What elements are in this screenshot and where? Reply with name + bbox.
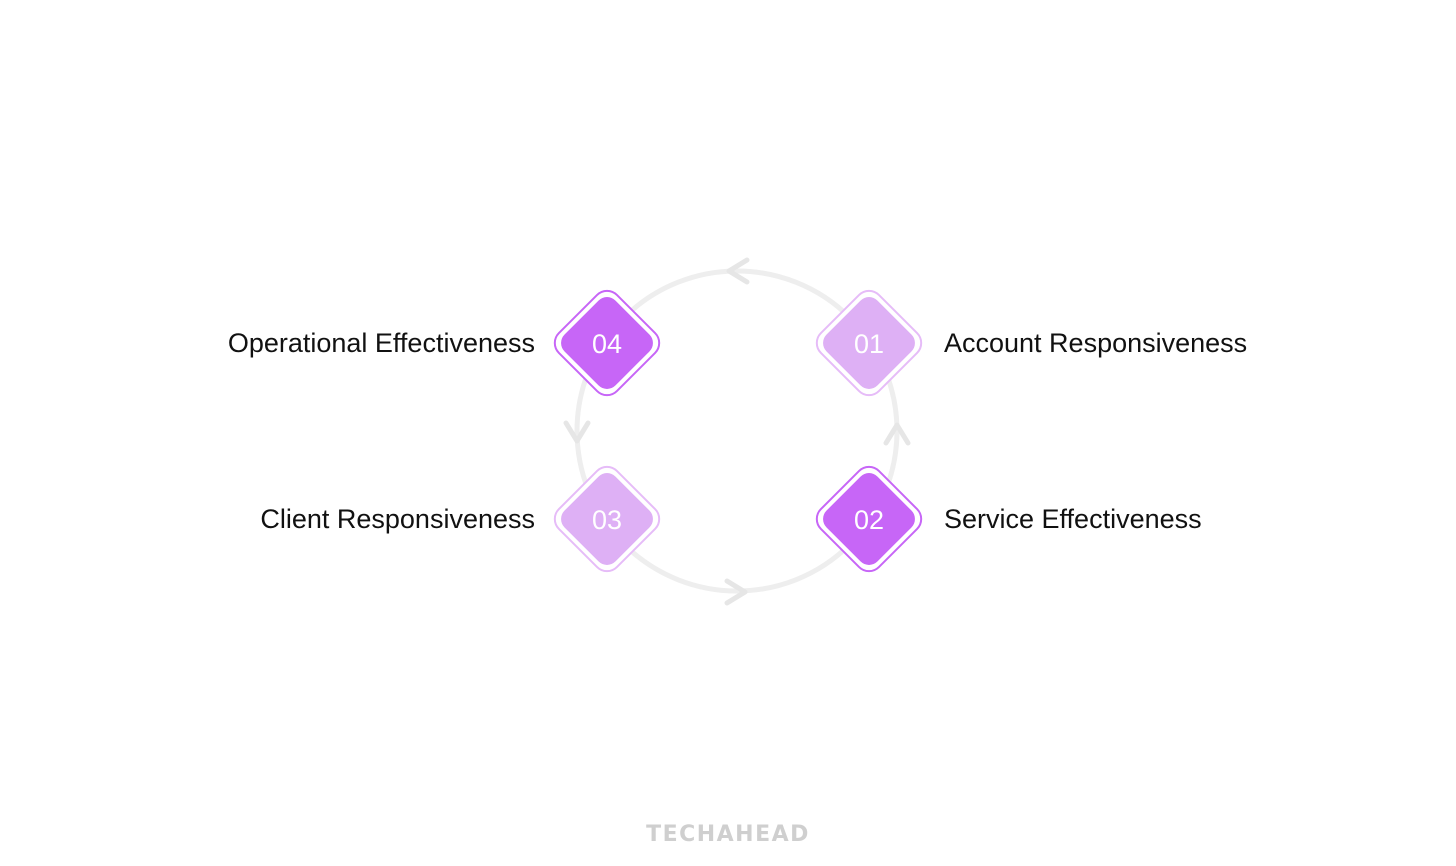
step-01: 01 Account Responsiveness bbox=[815, 289, 1247, 397]
step-03-number: 03 bbox=[592, 505, 622, 535]
step-01-diamond bbox=[823, 297, 915, 389]
step-03-diamond bbox=[561, 473, 653, 565]
step-04: 04 Operational Effectiveness bbox=[228, 289, 661, 397]
step-02-number: 02 bbox=[854, 505, 884, 535]
step-01-number: 01 bbox=[854, 329, 884, 359]
step-04-number: 04 bbox=[592, 329, 622, 359]
arrow-head-bottom-icon bbox=[724, 578, 748, 606]
step-02-diamond bbox=[823, 473, 915, 565]
step-04-label: Operational Effectiveness bbox=[228, 328, 535, 358]
step-01-label: Account Responsiveness bbox=[944, 328, 1247, 358]
arrow-head-left-icon bbox=[563, 420, 591, 444]
step-02-label: Service Effectiveness bbox=[944, 504, 1202, 534]
step-02: 02 Service Effectiveness bbox=[815, 465, 1202, 573]
arrow-head-top-icon bbox=[726, 257, 750, 285]
step-03-label: Client Responsiveness bbox=[260, 504, 535, 534]
step-04-diamond bbox=[561, 297, 653, 389]
brand-logo: TECHAHEAD bbox=[646, 822, 810, 847]
cycle-ring bbox=[563, 257, 911, 606]
arrow-head-right-icon bbox=[883, 422, 911, 446]
step-03: 03 Client Responsiveness bbox=[260, 465, 661, 573]
cycle-ring-circle bbox=[574, 268, 900, 594]
